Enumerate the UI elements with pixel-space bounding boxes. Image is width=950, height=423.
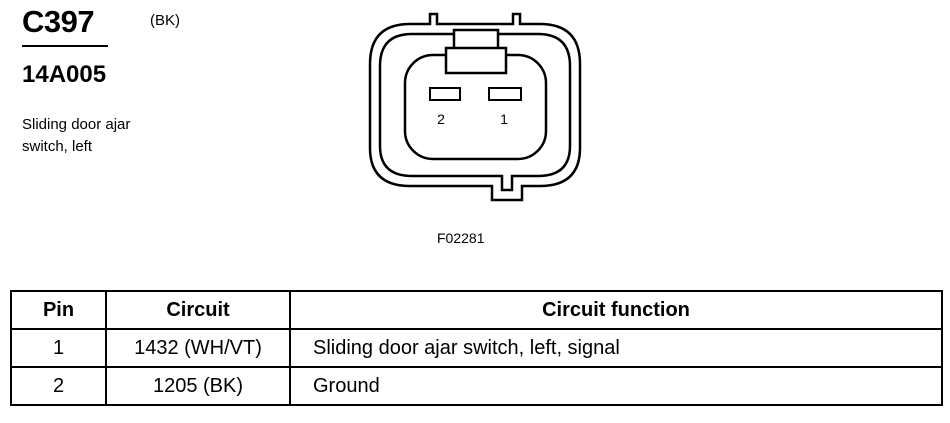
table-header-row: Pin Circuit Circuit function — [10, 290, 943, 330]
pinout-table: Pin Circuit Circuit function 1 1432 (WH/… — [10, 290, 943, 406]
figure-id: F02281 — [437, 230, 485, 246]
cell-pin: 2 — [10, 366, 107, 406]
cell-pin: 1 — [10, 328, 107, 368]
pin-1-label: 1 — [500, 111, 508, 127]
pin-1-terminal — [488, 87, 522, 101]
connector-outer-shell — [368, 12, 582, 202]
part-number: 14A005 — [22, 61, 107, 88]
pin-2-label: 2 — [437, 111, 445, 127]
cell-circuit-function: Ground — [289, 366, 943, 406]
connector-id-underline — [22, 45, 108, 47]
connector-lock-tab-bottom — [444, 46, 508, 75]
cell-circuit: 1205 (BK) — [105, 366, 291, 406]
table-row: 1 1432 (WH/VT) Sliding door ajar switch,… — [10, 328, 943, 368]
header-circuit: Circuit — [105, 290, 291, 330]
description-line-1: Sliding door ajar — [22, 116, 131, 133]
connector-inner-shell — [378, 32, 572, 192]
pin-2-terminal — [429, 87, 461, 101]
connector-face-diagram: 2 1 — [368, 12, 582, 202]
connector-id: C397 — [22, 4, 95, 39]
cell-circuit: 1432 (WH/VT) — [105, 328, 291, 368]
header-pin: Pin — [10, 290, 107, 330]
header-circuit-function: Circuit function — [289, 290, 943, 330]
table-row: 2 1205 (BK) Ground — [10, 366, 943, 406]
connector-color-code: (BK) — [150, 12, 180, 29]
cell-circuit-function: Sliding door ajar switch, left, signal — [289, 328, 943, 368]
connector-description: Sliding door ajar switch, left — [22, 114, 202, 158]
description-line-2: switch, left — [22, 138, 93, 155]
